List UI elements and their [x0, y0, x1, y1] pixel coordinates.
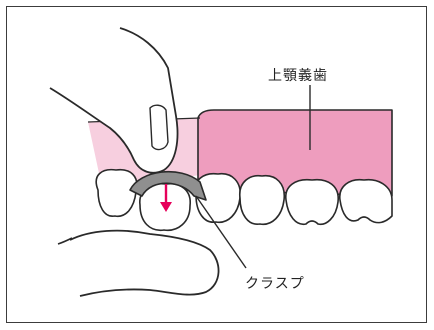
label-clasp: クラスプ: [245, 273, 305, 293]
lower-thumb: [70, 231, 219, 296]
tooth-1: [96, 170, 137, 217]
tooth-5: [286, 180, 338, 225]
fingernail: [150, 105, 168, 149]
tooth-6: [340, 180, 392, 223]
label-denture: 上顎義歯: [268, 65, 328, 85]
tooth-4: [240, 176, 284, 225]
